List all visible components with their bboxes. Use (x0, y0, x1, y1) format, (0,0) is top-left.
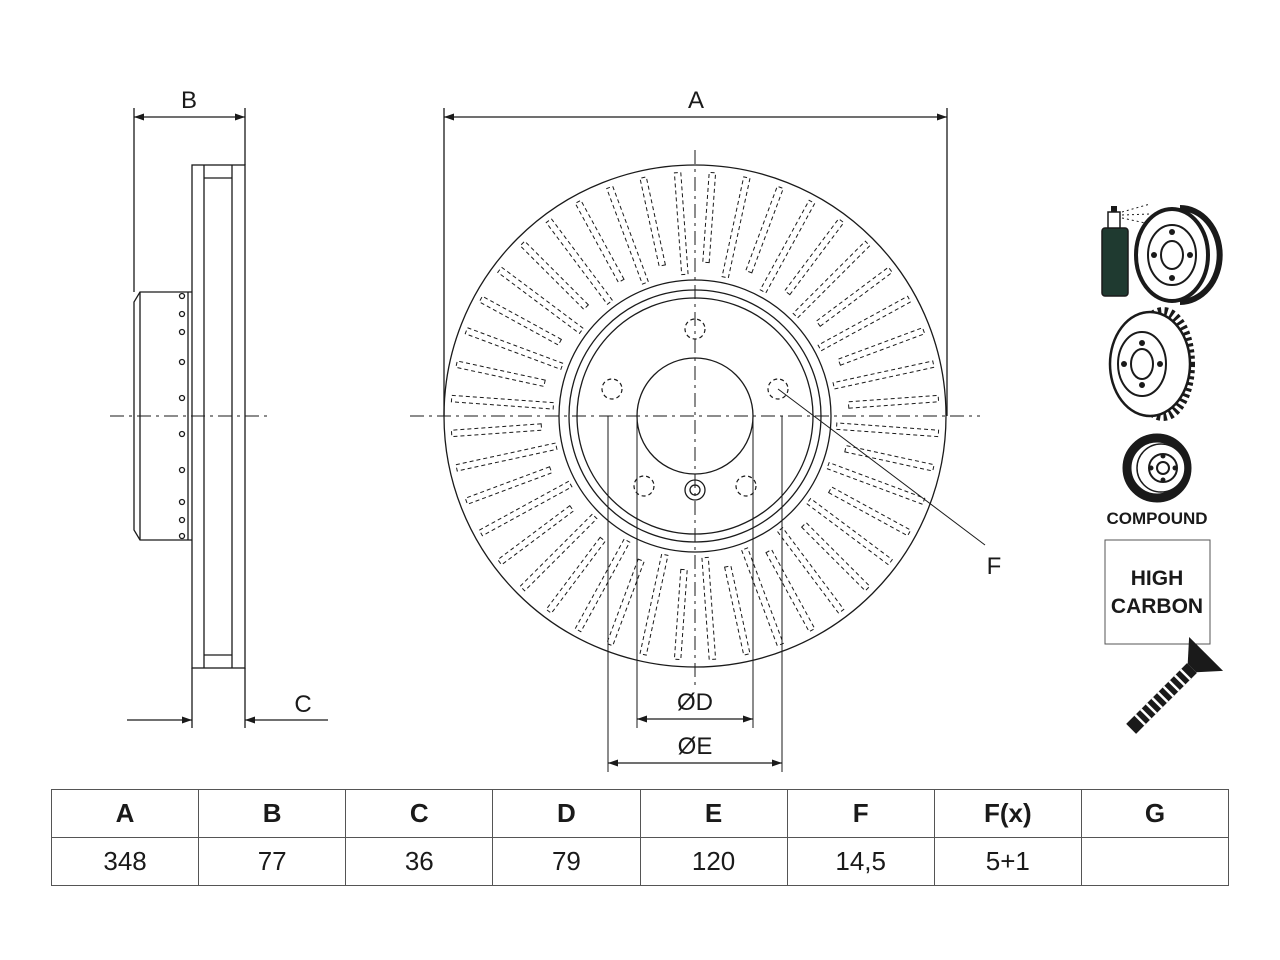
high-carbon-line1: HIGH (1131, 567, 1184, 590)
vent-slot (478, 480, 573, 537)
side-view (110, 108, 328, 728)
vent-slot (835, 422, 940, 438)
vent-slot (817, 295, 912, 352)
header-d: D (492, 789, 641, 838)
vent-slot (673, 171, 689, 276)
spec-value-row: 348 77 36 79 120 14,5 5+1 (50, 837, 1230, 886)
vent-slot (574, 199, 625, 284)
spec-header-row: A B C D E F F(x) G (50, 789, 1230, 838)
vent-slot (827, 486, 912, 537)
vent-slot (639, 176, 666, 267)
high-carbon-badge (1104, 539, 1211, 645)
vent-slot (806, 497, 893, 566)
vent-slot (455, 442, 558, 472)
screw-icon (1126, 636, 1224, 734)
dimension-c-label: C (294, 691, 311, 718)
vent-slot (847, 394, 940, 409)
dimension-e-label: ØE (678, 733, 713, 760)
dimension-b-label: B (181, 87, 197, 114)
spec-table: A B C D E F F(x) G 348 77 36 79 120 14,5… (50, 789, 1230, 886)
vent-slot (673, 568, 688, 661)
header-b: B (198, 789, 347, 838)
vent-slot (464, 327, 564, 371)
front-view (410, 108, 986, 772)
value-g (1080, 837, 1230, 886)
vent-slot (606, 185, 650, 285)
vent-slot (606, 558, 645, 647)
value-a: 348 (50, 837, 200, 886)
vent-slot (497, 505, 575, 566)
value-b: 77 (198, 837, 347, 886)
vent-slot (545, 218, 614, 305)
vent-slot (497, 266, 584, 335)
value-e: 120 (639, 837, 788, 886)
header-e: E (639, 789, 788, 838)
vent-slot (702, 171, 717, 264)
compound-label: COMPOUND (1106, 509, 1207, 528)
vent-slot (792, 240, 871, 319)
vent-slot (832, 360, 935, 390)
vent-slot (450, 394, 555, 410)
vent-slot (776, 527, 845, 614)
header-fx: F(x) (933, 789, 1082, 838)
vent-slot (740, 547, 784, 647)
ventilation-slots (450, 171, 940, 661)
header-g: G (1080, 789, 1230, 838)
dimension-f-label: F (987, 553, 1002, 580)
vent-slot (574, 538, 631, 633)
header-a: A (50, 789, 200, 838)
vent-slot (765, 548, 816, 633)
vent-slot (464, 466, 553, 505)
value-d: 79 (492, 837, 641, 886)
high-carbon-line2: CARBON (1111, 595, 1203, 618)
vent-slot (826, 461, 926, 505)
vent-slot (837, 327, 926, 366)
compound-disc-icon (1122, 433, 1192, 503)
vent-slot (545, 536, 606, 614)
vent-slot (759, 199, 816, 294)
vent-slot (478, 295, 563, 346)
vent-slot (701, 556, 717, 661)
vent-slot (745, 185, 784, 274)
vent-slot (815, 266, 893, 327)
vent-slot (784, 218, 845, 296)
header-f: F (786, 789, 935, 838)
dimension-d-label: ØD (677, 689, 713, 716)
vent-slot (639, 553, 669, 656)
vent-slot (519, 240, 590, 311)
value-f: 14,5 (786, 837, 935, 886)
vented-disc-icon (1108, 307, 1195, 421)
vent-slot (721, 176, 751, 279)
bolt-holes (601, 318, 789, 497)
coated-disc-icon (1101, 203, 1223, 305)
dimension-a-label: A (688, 87, 704, 114)
hat-holes (178, 292, 186, 540)
vent-slot (450, 423, 543, 438)
value-fx: 5+1 (933, 837, 1082, 886)
value-c: 36 (345, 837, 494, 886)
vent-slot (724, 565, 751, 656)
vent-slot (455, 360, 546, 387)
vent-slot (800, 521, 871, 592)
header-c: C (345, 789, 494, 838)
vent-slot (519, 513, 598, 592)
